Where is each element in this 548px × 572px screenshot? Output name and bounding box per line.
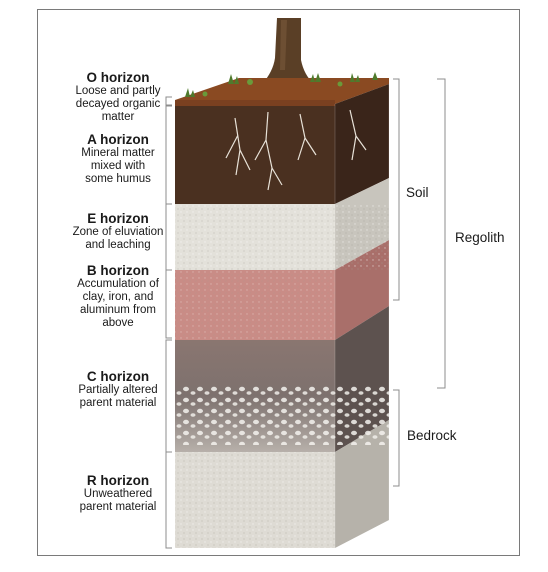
a-horizon-description: Mineral matter mixed with some humus bbox=[81, 147, 155, 185]
e-horizon-label: E horizon Zone of eluviation and leachin… bbox=[59, 212, 177, 252]
regolith-bracket bbox=[437, 78, 446, 389]
plant-roots bbox=[225, 109, 367, 191]
grass-tufts bbox=[185, 72, 378, 97]
b-horizon-description: Accumulation of clay, iron, and aluminum… bbox=[77, 278, 159, 329]
tree-trunk-highlight bbox=[280, 20, 287, 70]
r-horizon-texture bbox=[175, 452, 335, 548]
o-horizon-top-surface bbox=[175, 78, 389, 104]
bedrock-label: Bedrock bbox=[407, 428, 457, 443]
b-horizon-label: B horizon Accumulation of clay, iron, an… bbox=[59, 264, 177, 330]
o-horizon-label: O horizon Loose and partly decayed organ… bbox=[59, 71, 177, 124]
e-horizon-texture bbox=[175, 204, 389, 270]
tree-trunk bbox=[262, 18, 314, 84]
e-horizon-name: E horizon bbox=[87, 211, 149, 226]
o-horizon-name: O horizon bbox=[86, 70, 150, 85]
c-horizon-label: C horizon Partially altered parent mater… bbox=[59, 370, 177, 410]
e-horizon-description: Zone of eluviation and leaching bbox=[72, 226, 164, 251]
regolith-label: Regolith bbox=[455, 230, 505, 245]
r-horizon-side bbox=[335, 420, 389, 548]
o-horizon-front bbox=[175, 100, 335, 106]
figure-frame bbox=[37, 9, 520, 556]
c-horizon-name: C horizon bbox=[86, 369, 150, 384]
r-horizon-name: R horizon bbox=[86, 473, 150, 488]
a-horizon-front bbox=[175, 106, 335, 204]
b-horizon-name: B horizon bbox=[86, 263, 150, 278]
group-brackets bbox=[393, 78, 446, 487]
r-horizon-description: Unweathered parent material bbox=[79, 488, 157, 513]
soil-label: Soil bbox=[406, 185, 429, 200]
horizon-bracket-lines bbox=[165, 96, 172, 549]
soil-bracket bbox=[393, 78, 400, 301]
bedrock-bracket bbox=[393, 389, 400, 487]
c-horizon-description: Partially altered parent material bbox=[78, 384, 158, 409]
a-horizon-label: A horizon Mineral matter mixed with some… bbox=[59, 133, 177, 186]
b-horizon-texture bbox=[175, 270, 335, 340]
r-horizon-label: R horizon Unweathered parent material bbox=[59, 474, 177, 514]
o-horizon-description: Loose and partly decayed organic matter bbox=[75, 85, 161, 123]
c-horizon-pebbles bbox=[175, 385, 389, 445]
a-horizon-name: A horizon bbox=[87, 132, 149, 147]
